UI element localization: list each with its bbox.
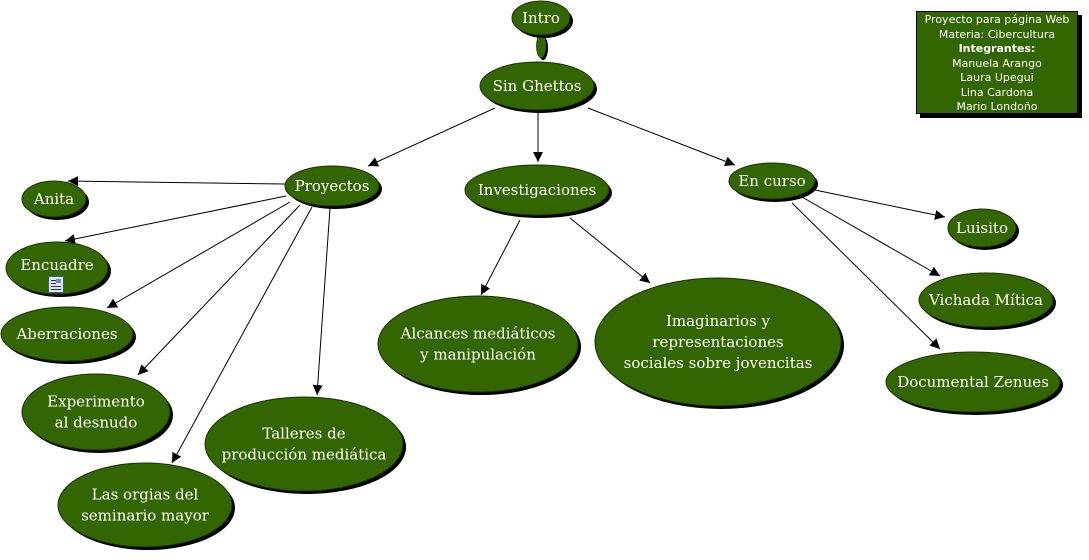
node-label: Intro bbox=[522, 9, 560, 27]
node-intro[interactable]: Intro bbox=[511, 0, 573, 38]
node-ellipse bbox=[885, 351, 1061, 413]
node-label: Sin Ghettos bbox=[493, 77, 582, 95]
node-ellipse bbox=[5, 241, 109, 295]
edge-proyectos-to-encuadre bbox=[64, 195, 287, 244]
node-label: Alcances mediáticos bbox=[400, 325, 556, 343]
node-label: Proyectos bbox=[295, 177, 370, 195]
node-label: Investigaciones bbox=[478, 181, 596, 199]
node-orgias[interactable]: Las orgias del seminario mayor bbox=[57, 462, 235, 550]
node-label: Aberraciones bbox=[15, 325, 117, 343]
document-icon-line bbox=[51, 289, 61, 290]
node-label: seminario mayor bbox=[81, 507, 210, 525]
node-label: Luisito bbox=[956, 219, 1008, 237]
node-label: Vichada Mítica bbox=[928, 291, 1043, 309]
node-label: Anita bbox=[33, 190, 74, 208]
node-en-curso[interactable]: En curso bbox=[728, 162, 818, 202]
node-ellipse bbox=[21, 373, 171, 451]
edge-en-curso-to-documental bbox=[791, 202, 941, 350]
node-aberraciones[interactable]: Aberraciones bbox=[0, 306, 136, 364]
document-icon-line bbox=[51, 286, 61, 287]
document-icon-picture bbox=[56, 279, 61, 283]
document-icon-line bbox=[51, 280, 56, 281]
edge-en-curso-to-vichada bbox=[801, 196, 941, 277]
node-ellipse bbox=[377, 295, 579, 393]
node-investigaciones[interactable]: Investigaciones bbox=[464, 164, 612, 218]
node-label: producción mediática bbox=[222, 446, 387, 464]
info-line-project: Proyecto para página Web bbox=[924, 13, 1070, 26]
node-label: Las orgias del bbox=[92, 486, 199, 504]
node-ellipse bbox=[511, 0, 571, 36]
info-line-subject: Materia: Cibercultura bbox=[938, 27, 1056, 41]
edge-sin-ghettos-to-proyectos bbox=[367, 107, 496, 167]
node-label: Documental Zenues bbox=[897, 373, 1049, 391]
node-ellipse bbox=[918, 272, 1054, 328]
edge-proyectos-to-anita bbox=[67, 176, 286, 187]
edge-proyectos-to-talleres bbox=[312, 207, 331, 396]
node-anita[interactable]: Anita bbox=[21, 180, 89, 220]
info-heading-members: Integrantes: bbox=[958, 42, 1036, 55]
node-label: Encuadre bbox=[20, 256, 93, 274]
node-label: Talleres de bbox=[262, 425, 345, 443]
node-documental[interactable]: Documental Zenues bbox=[885, 351, 1063, 415]
node-sin-ghettos[interactable]: Sin Ghettos bbox=[479, 61, 597, 113]
info-member: Laura Upegui bbox=[960, 71, 1034, 84]
node-imaginarios[interactable]: Imaginarios y representaciones sociales so… bbox=[594, 277, 844, 409]
node-label: En curso bbox=[738, 172, 805, 190]
node-label: al desnudo bbox=[55, 414, 138, 432]
node-ellipse bbox=[464, 164, 610, 216]
info-member: Mario Londoño bbox=[956, 100, 1038, 113]
node-ellipse bbox=[479, 61, 595, 111]
node-encuadre[interactable]: Encuadre bbox=[5, 241, 111, 297]
edge-proyectos-to-orgias bbox=[171, 206, 313, 464]
node-label: Imaginarios y bbox=[666, 312, 771, 330]
node-label: representaciones bbox=[652, 333, 783, 351]
node-ellipse bbox=[21, 180, 87, 218]
info-member: Manuela Arango bbox=[952, 56, 1042, 70]
node-ellipse bbox=[594, 277, 842, 407]
node-ellipse bbox=[947, 208, 1017, 248]
node-experimento[interactable]: Experimento al desnudo bbox=[21, 373, 173, 453]
document-icon-line bbox=[51, 283, 56, 284]
edge-investigaciones-to-alcances bbox=[480, 219, 521, 296]
node-label: sociales sobre jovencitas bbox=[624, 354, 813, 372]
node-alcances[interactable]: Alcances mediáticos y manipulación bbox=[377, 295, 581, 395]
info-member: Lina Cardona bbox=[960, 85, 1034, 99]
node-vichada[interactable]: Vichada Mítica bbox=[918, 272, 1056, 330]
intro-connector-fill bbox=[536, 34, 546, 58]
project-info-box: Proyecto para página Web Materia: Ciberc… bbox=[916, 11, 1078, 114]
edge-en-curso-to-luisito bbox=[814, 189, 946, 220]
node-ellipse bbox=[204, 396, 404, 492]
edge-sin-ghettos-to-en-curso bbox=[587, 107, 736, 167]
node-ellipse bbox=[0, 306, 134, 362]
node-ellipse bbox=[284, 165, 380, 207]
node-luisito[interactable]: Luisito bbox=[947, 208, 1019, 250]
node-proyectos[interactable]: Proyectos bbox=[284, 165, 382, 209]
node-ellipse bbox=[57, 462, 233, 548]
edge-proyectos-to-aberraciones bbox=[106, 201, 291, 309]
node-label: Experimento bbox=[47, 393, 145, 411]
edge-proyectos-to-experimento bbox=[137, 204, 301, 376]
node-label: y manipulación bbox=[419, 346, 536, 364]
node-ellipse bbox=[728, 162, 816, 200]
edge-investigaciones-to-imaginarios bbox=[569, 217, 651, 284]
node-talleres[interactable]: Talleres de producción mediática bbox=[204, 396, 406, 494]
document-icon[interactable] bbox=[48, 276, 64, 293]
